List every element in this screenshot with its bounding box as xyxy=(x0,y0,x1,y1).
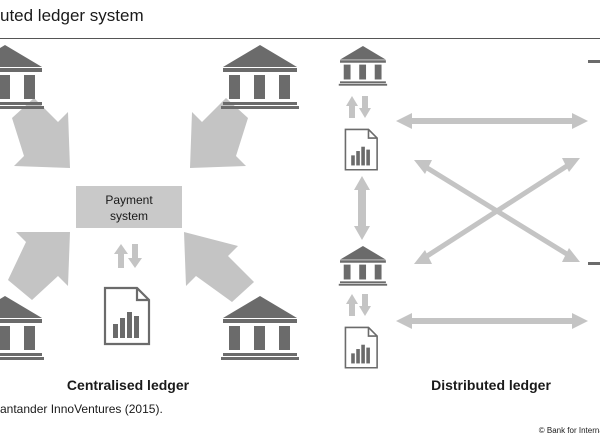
bank-icon-dist-right-bottom xyxy=(588,262,600,265)
title-rule xyxy=(0,38,600,39)
bank-icon-bottomleft xyxy=(0,296,44,360)
arrow-topleft xyxy=(12,98,70,168)
bank-icon-dist-right-top xyxy=(588,60,600,63)
distributed-ledger-label: Distributed ledger xyxy=(431,377,551,393)
updown-arrows-dist-bottom xyxy=(346,294,371,316)
bank-icon-topright xyxy=(221,45,299,109)
cross-arrowhead-2 xyxy=(562,248,580,262)
bank-icon-dist-top xyxy=(338,46,388,86)
bank-icon-dist-bottom xyxy=(338,246,388,286)
payment-system-box xyxy=(76,186,182,228)
centralised-ledger-label: Centralised ledger xyxy=(66,377,190,393)
horizontal-double-arrow-bottom xyxy=(396,313,588,329)
updown-arrows-center xyxy=(114,244,142,268)
cross-arrowhead-1 xyxy=(414,160,432,174)
page-title: uted ledger system xyxy=(0,6,144,25)
bank-icon-bottomright xyxy=(221,296,299,360)
horizontal-double-arrow-top xyxy=(396,113,588,129)
updown-arrows-dist-top xyxy=(346,96,371,118)
cross-arrowhead-3 xyxy=(414,250,432,264)
payment-system-line1: Payment xyxy=(105,193,153,207)
arrow-bottomleft xyxy=(8,232,70,300)
cross-arrowhead-4 xyxy=(562,158,580,172)
ledger-document-icon-dist-bottom xyxy=(344,326,378,369)
ledger-document-icon-dist-top xyxy=(344,128,378,171)
ledger-document-icon-center xyxy=(103,286,151,346)
cross-arrows xyxy=(422,161,572,261)
arrow-bottomright xyxy=(184,232,254,302)
payment-system-label: Payment system xyxy=(76,192,182,224)
arrow-topright xyxy=(190,98,248,168)
bank-icon-topleft xyxy=(0,45,44,109)
payment-system-line2: system xyxy=(109,209,148,223)
copyright-credit: © Bank for Internat xyxy=(538,426,600,435)
source-note: antander InnoVentures (2015). xyxy=(0,402,163,416)
vertical-double-arrow xyxy=(354,176,370,240)
